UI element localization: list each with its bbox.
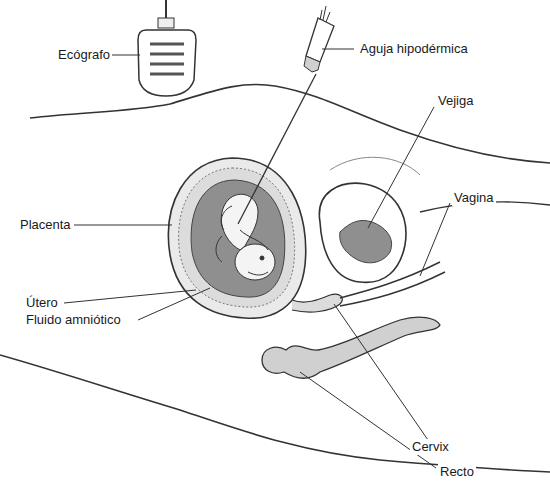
cervix [292, 294, 342, 312]
fetus [216, 194, 275, 280]
amniotic-fluid [191, 180, 285, 297]
leader-line [64, 49, 450, 468]
part-label: Cervix [410, 439, 451, 455]
part-label: Aguja hipodérmica [358, 41, 470, 57]
hypodermic-needle [238, 6, 334, 224]
part-label: Recto [438, 464, 476, 480]
part-label: Fluido amniótico [24, 312, 123, 328]
part-label: Placenta [18, 217, 73, 233]
uterus [168, 158, 305, 318]
part-label: Útero [24, 295, 60, 311]
ultrasound-probe [138, 0, 196, 96]
part-label: Ecógrafo [56, 47, 112, 63]
pelvis-contour [330, 157, 420, 175]
part-label: Vagina [452, 190, 496, 206]
part-label: Vejiga [436, 93, 475, 109]
bladder [319, 183, 406, 282]
rectum [262, 317, 440, 378]
placenta [179, 168, 295, 307]
bladder [340, 220, 392, 262]
